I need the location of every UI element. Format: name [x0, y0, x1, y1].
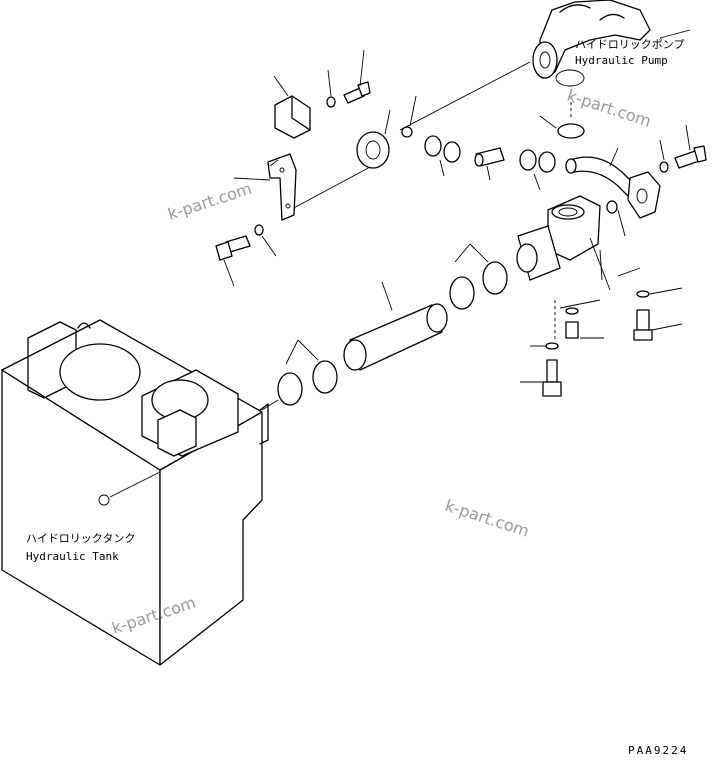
- clamp-bracket: [356, 131, 390, 169]
- o-ring: [557, 123, 585, 139]
- washer-lower: [254, 224, 264, 236]
- suction-hose: [343, 303, 448, 371]
- o-ring-upper: [555, 69, 585, 87]
- suction-tube: [565, 156, 661, 219]
- pump-label-en: Hydraulic Pump: [575, 54, 668, 67]
- hose-fitting-pair-1: [424, 135, 461, 163]
- pump-label-jp: ハイドロリックポンプ: [575, 38, 684, 51]
- bolt-top: [343, 81, 371, 104]
- watermark: k-part.com: [165, 179, 254, 224]
- tank-label-en: Hydraulic Tank: [26, 550, 119, 563]
- hydraulic-tank: [1, 319, 269, 666]
- watermark: k-part.com: [565, 86, 654, 131]
- hose-clamps-lower: [277, 360, 338, 406]
- tank-label-jp: ハイドロリックタンク: [26, 532, 135, 545]
- hose-clamps-upper: [449, 261, 508, 310]
- fasteners-under-elbow: [542, 290, 653, 397]
- cover-bracket: [274, 95, 311, 139]
- washer-top: [326, 96, 336, 108]
- watermark: k-part.com: [443, 496, 532, 541]
- elbow-housing: [516, 195, 618, 281]
- small-washer: [401, 126, 413, 138]
- bolt-lower: [215, 235, 251, 261]
- hydraulic-pump: [532, 0, 651, 79]
- hose-fitting-pair-2: [519, 149, 556, 173]
- figure-code: PAA9224: [628, 744, 688, 757]
- bolt-right: [659, 145, 707, 173]
- stay-plate: [267, 153, 297, 221]
- pipe-nipple: [474, 147, 505, 167]
